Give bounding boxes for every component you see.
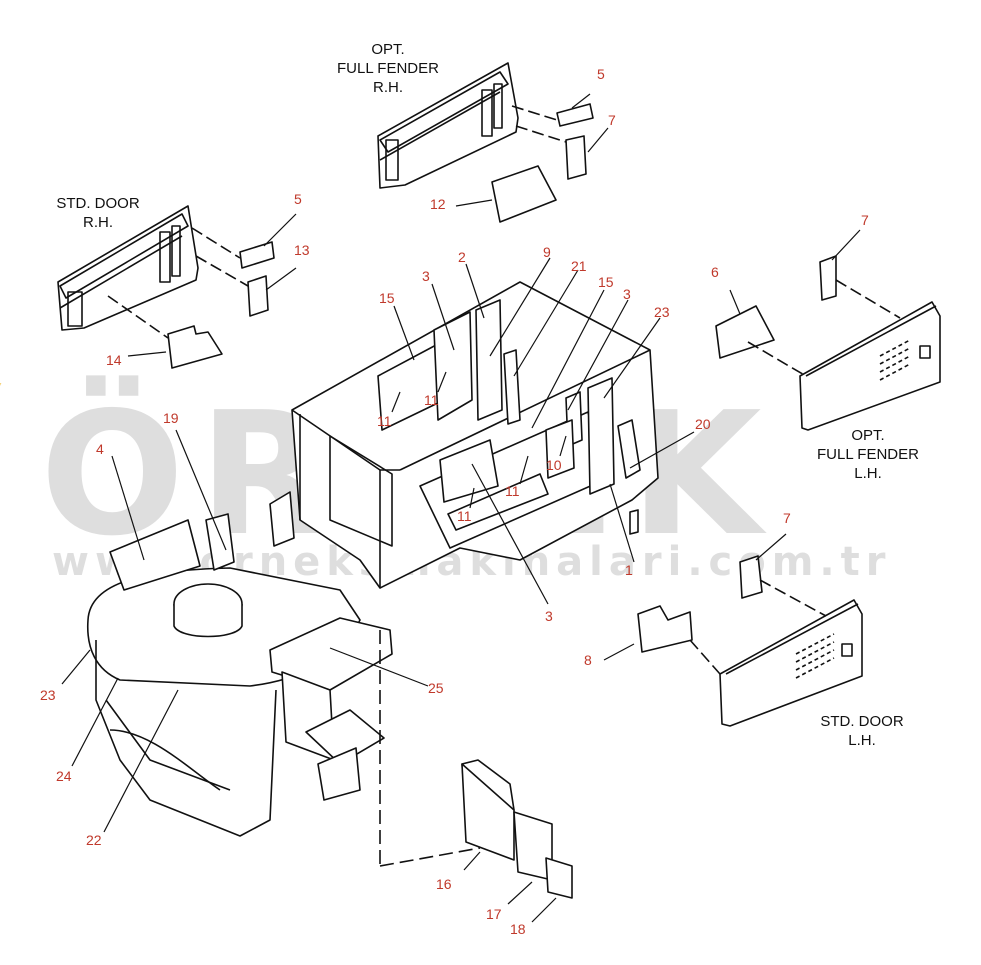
callout-9: 9 [543, 244, 551, 260]
callout-16: 16 [436, 876, 452, 892]
label-door-lh: STD. DOOR L.H. [820, 713, 904, 749]
callout-7: 7 [608, 112, 616, 128]
callout-3: 3 [623, 286, 631, 302]
callout-3: 3 [422, 268, 430, 284]
door-rh-panel [57, 205, 199, 331]
door-lh-panel [637, 555, 863, 727]
callout-4: 4 [96, 441, 104, 457]
callout-24: 24 [56, 768, 72, 784]
label-fender-lh: OPT. FULL FENDER L.H. [817, 427, 919, 482]
watermark-accent-right [0, 383, 2, 395]
callout-23: 23 [40, 687, 56, 703]
callout-7: 7 [861, 212, 869, 228]
callout-17: 17 [486, 906, 502, 922]
callout-13: 13 [294, 242, 310, 258]
callout-3: 3 [545, 608, 553, 624]
door-rh-brackets [107, 227, 275, 369]
callout-10: 10 [546, 457, 562, 473]
callout-11: 11 [505, 483, 520, 499]
callout-14: 14 [106, 352, 122, 368]
callout-12: 12 [430, 196, 446, 212]
callout-19: 19 [163, 410, 179, 426]
callout-6: 6 [711, 264, 719, 280]
step-box [269, 617, 481, 867]
callout-5: 5 [597, 66, 605, 82]
fender-lh-panel [715, 255, 941, 431]
callout-8: 8 [584, 652, 592, 668]
label-door-rh: STD. DOOR R.H. [56, 195, 140, 231]
callout-1: 1 [625, 562, 633, 578]
callout-2: 2 [458, 249, 466, 265]
label-fender-rh: OPT. FULL FENDER R.H. [337, 41, 439, 96]
bottom-panels [461, 759, 573, 899]
cab-frame [291, 281, 659, 589]
callout-7: 7 [783, 510, 791, 526]
leader-lines [61, 93, 861, 923]
callout-25: 25 [428, 680, 444, 696]
callout-15: 15 [598, 274, 614, 290]
fender-rh-panel [377, 62, 519, 189]
callout-5: 5 [294, 191, 302, 207]
callout-20: 20 [695, 416, 711, 432]
callout-18: 18 [510, 921, 526, 937]
callout-22: 22 [86, 832, 102, 848]
callout-21: 21 [571, 258, 587, 274]
fender-rh-brackets [491, 103, 594, 223]
callout-11: 11 [424, 392, 439, 408]
callout-23: 23 [654, 304, 670, 320]
callout-11: 11 [457, 508, 472, 524]
callout-15: 15 [379, 290, 395, 306]
callout-11: 11 [377, 413, 392, 429]
